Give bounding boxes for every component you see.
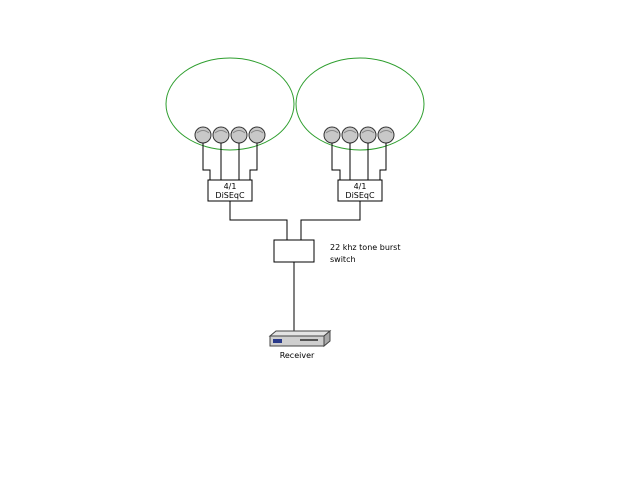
right-diseqc-label-line1: 4/1 xyxy=(354,182,367,191)
left-diseqc-label-line1: 4/1 xyxy=(224,182,237,191)
left-dishes xyxy=(194,126,266,144)
right-diseqc-switch: 4/1 DiSEqC xyxy=(337,179,383,202)
right-dishes xyxy=(323,126,395,144)
diseqc-to-tone-cables xyxy=(229,201,361,240)
satellite-dish-icon xyxy=(323,126,341,144)
receiver-icon xyxy=(268,329,332,348)
satellite-dish-icon xyxy=(194,126,212,144)
left-dish-cables xyxy=(202,143,258,180)
tone-switch-label-line2: switch xyxy=(330,255,356,264)
satellite-dish-icon xyxy=(359,126,377,144)
satellite-dish-icon xyxy=(230,126,248,144)
right-dish-cables xyxy=(331,143,387,180)
right-group-ellipse xyxy=(295,57,425,151)
satellite-dish-icon xyxy=(377,126,395,144)
left-diseqc-label-line2: DiSEqC xyxy=(215,191,245,200)
receiver-label: Receiver xyxy=(280,351,315,360)
satellite-dish-icon xyxy=(341,126,359,144)
tone-burst-switch xyxy=(273,239,315,263)
right-diseqc-label-line2: DiSEqC xyxy=(345,191,375,200)
left-diseqc-switch: 4/1 DiSEqC xyxy=(207,179,253,202)
left-group-ellipse xyxy=(165,57,295,151)
satellite-dish-icon xyxy=(248,126,266,144)
satellite-dish-icon xyxy=(212,126,230,144)
tone-switch-label-line1: 22 khz tone burst xyxy=(330,243,400,252)
